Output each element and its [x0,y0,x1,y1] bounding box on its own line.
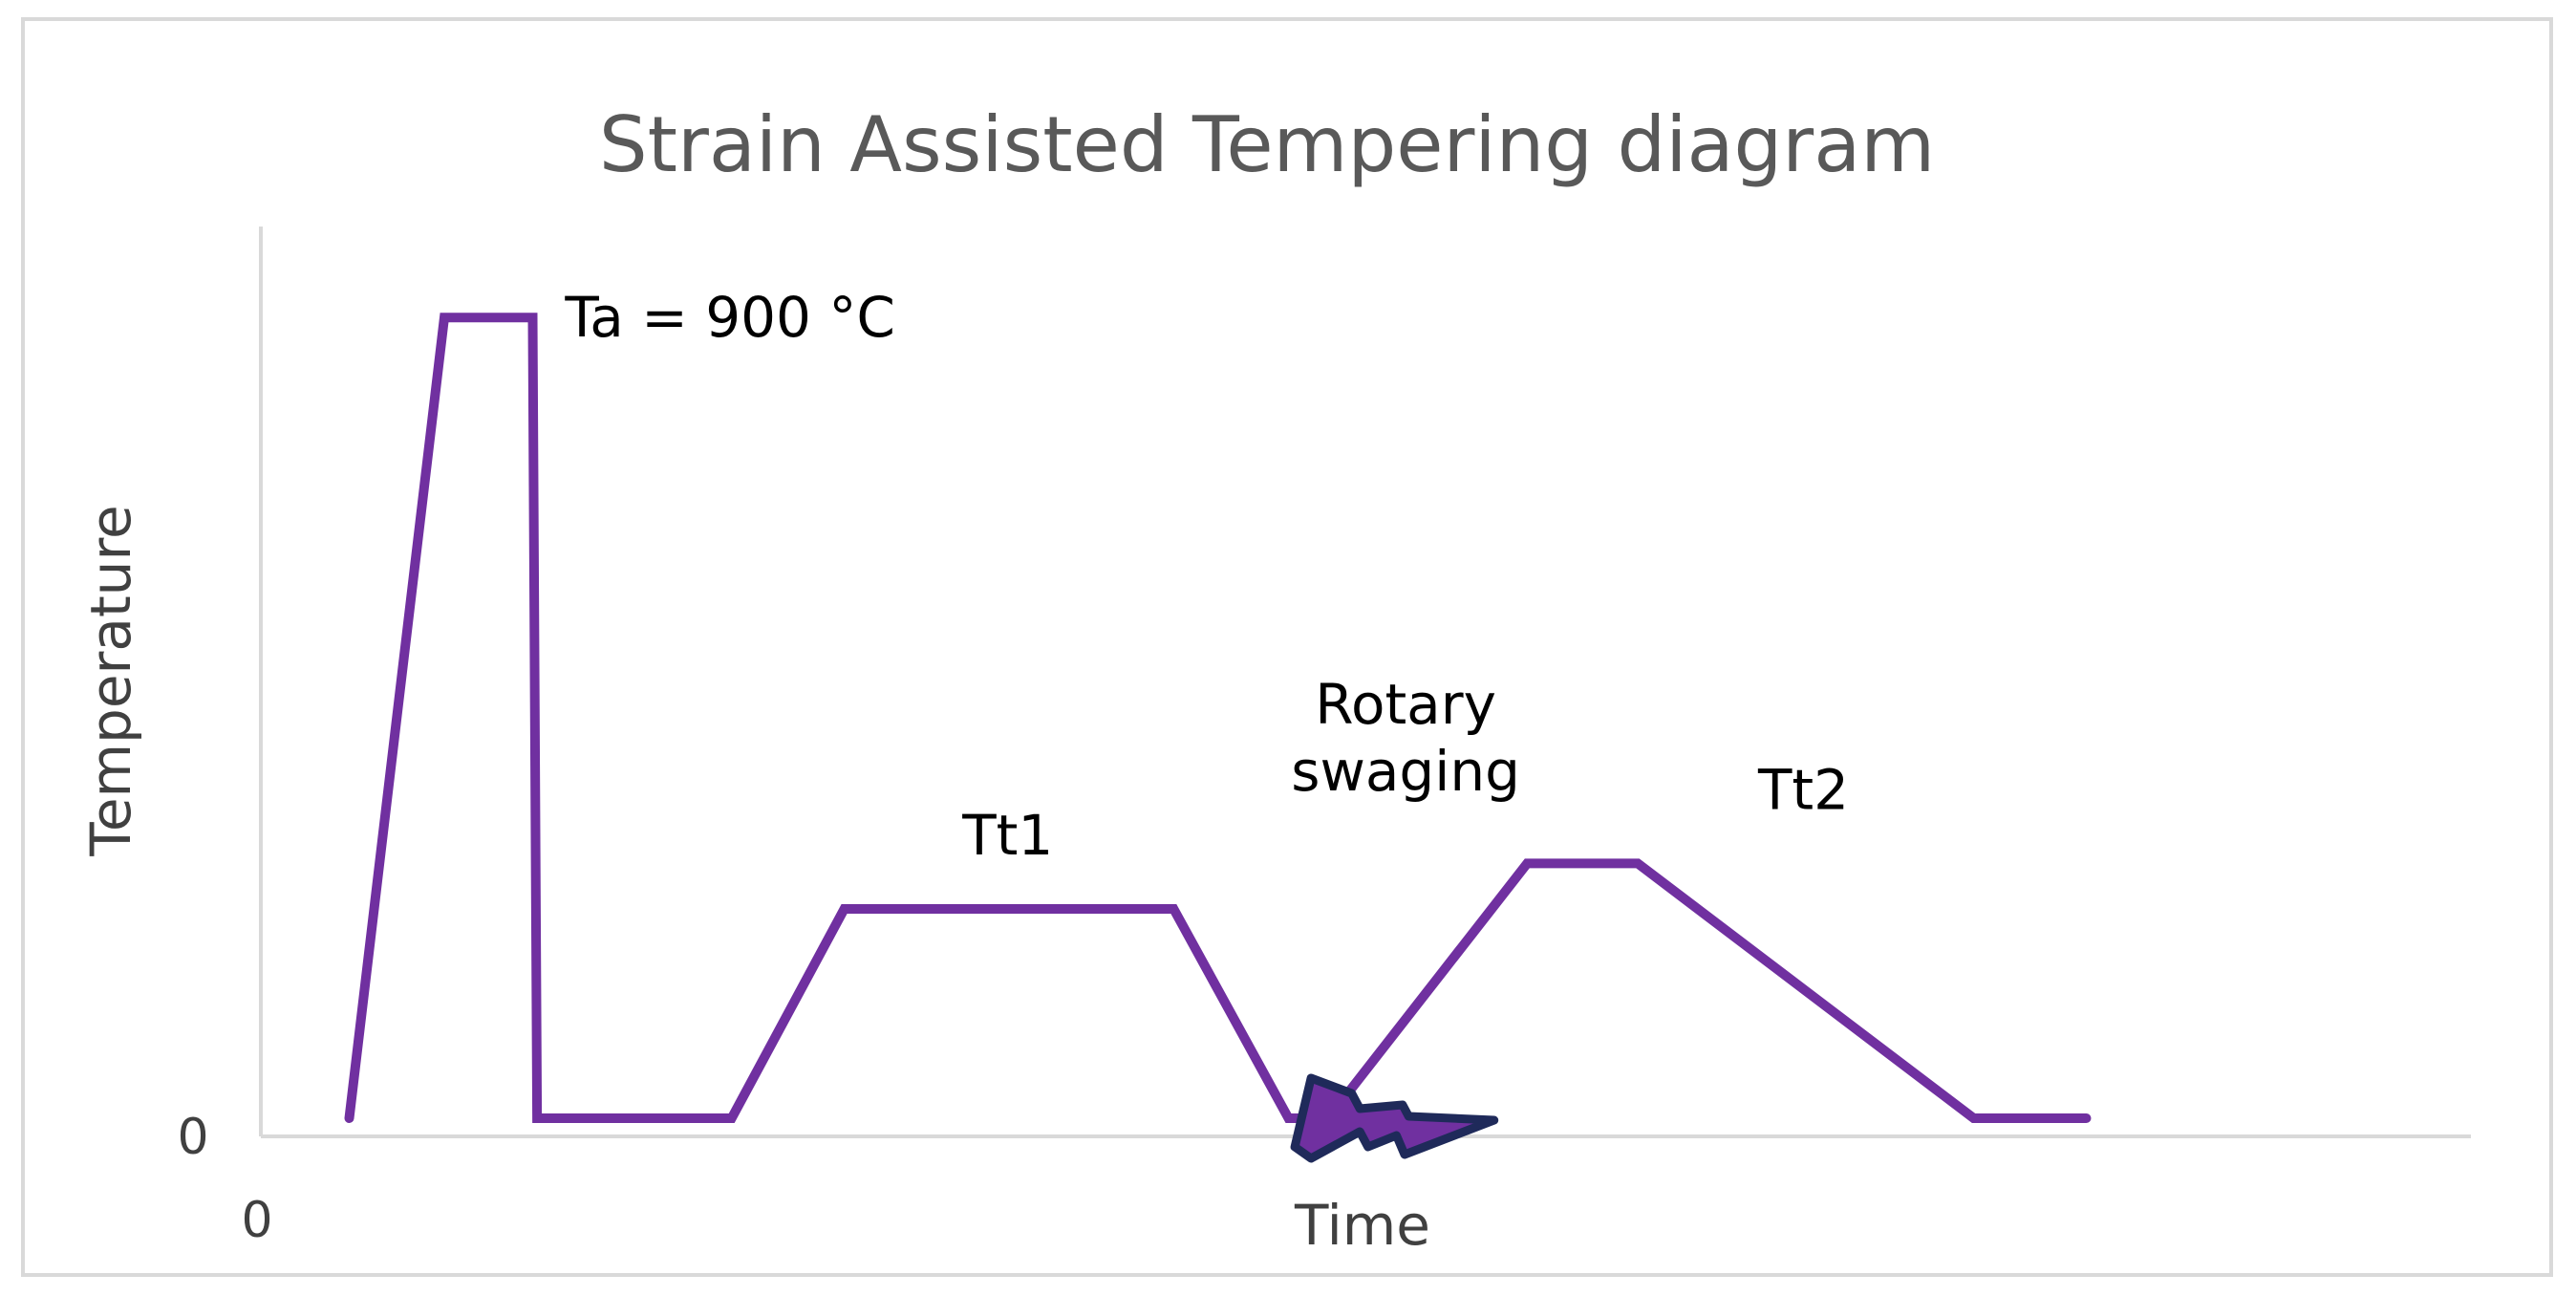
x-axis-title: Time [1294,1193,1430,1258]
chart-title: Strain Assisted Tempering diagram [599,100,1935,189]
chart-svg: Strain Assisted Tempering diagram Temper… [78,100,2471,1258]
series-layer [344,313,2092,1123]
y-axis-title: Temperature [78,505,143,856]
marker-layer [1290,1073,1499,1163]
y-tick-label: 0 [177,1109,208,1166]
annotation-label: Ta = 900 °C [564,285,894,350]
x-tick-label: 0 [241,1192,272,1249]
annotation-label: Tt2 [1757,757,1849,822]
lightning-bolt-icon [1290,1073,1499,1163]
series-line [344,313,2092,1123]
chart-frame: Strain Assisted Tempering diagram Temper… [21,17,2553,1277]
annotation-label: Tt1 [961,803,1053,868]
